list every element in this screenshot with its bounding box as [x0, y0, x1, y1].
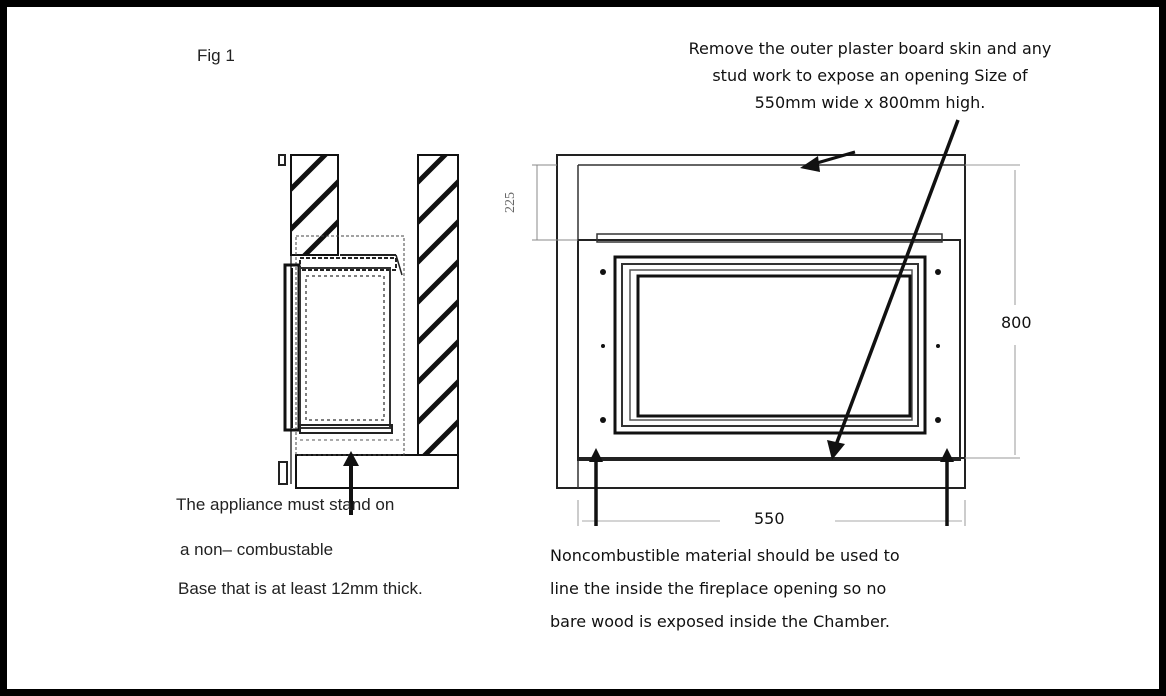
lining-note-line-2: line the inside the fireplace opening so…: [550, 579, 887, 598]
fire-plate: [577, 239, 961, 461]
top-note-line-1: Remove the outer plaster board skin and …: [688, 39, 1052, 58]
dimension-550: 550: [754, 509, 785, 528]
lining-note-line-1: Noncombustible material should be used t…: [550, 546, 900, 565]
dimension-225: 225: [503, 192, 518, 213]
top-note-line-3: 550mm wide x 800mm high.: [754, 93, 986, 112]
wall-edge-top: [278, 154, 286, 166]
top-note-line-2: stud work to expose an opening Size of: [712, 66, 1028, 85]
opening-arrow: [834, 119, 960, 446]
lining-note-line-3: bare wood is exposed inside the Chamber.: [550, 612, 890, 631]
base-hearth: [295, 454, 459, 489]
fire-glass: [636, 274, 912, 418]
dimension-800: 800: [1001, 313, 1032, 332]
fire-frame-outer: [613, 255, 927, 435]
hatched-wall-left: [290, 154, 339, 256]
base-note-line-1: The appliance must stand on: [176, 495, 395, 514]
base-note-line-3: Base that is at least 12mm thick.: [178, 579, 423, 598]
wall-edge-bottom: [278, 461, 288, 485]
front-view: [532, 119, 1020, 526]
side-view: [278, 154, 459, 515]
hatched-wall-right: [417, 154, 459, 456]
figure-label: Fig 1: [197, 46, 235, 65]
base-note-line-2: a non– combustable: [180, 540, 334, 559]
opening-outer: [556, 154, 966, 489]
